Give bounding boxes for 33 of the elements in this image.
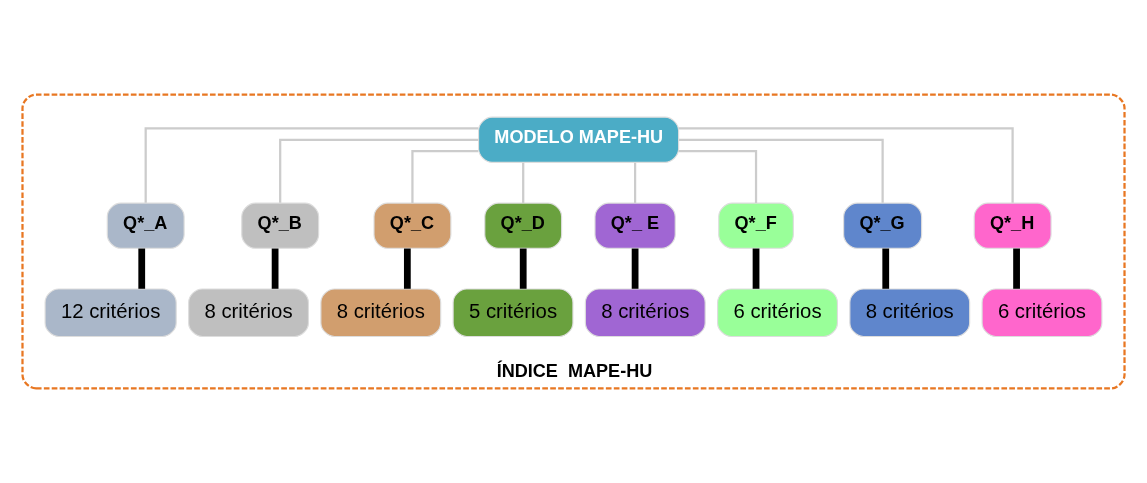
connector bbox=[279, 138, 479, 203]
node-box: 8 critérios bbox=[320, 288, 442, 337]
connector bbox=[403, 248, 411, 289]
node-box: Q*_D bbox=[484, 202, 563, 249]
node-box: 6 critérios bbox=[717, 288, 838, 337]
node-box: Q*_B bbox=[241, 202, 320, 249]
node-box: 8 critérios bbox=[188, 288, 309, 337]
node-box: 8 critérios bbox=[849, 288, 971, 337]
connector bbox=[144, 127, 479, 203]
connector bbox=[519, 248, 527, 289]
connector bbox=[678, 149, 758, 203]
connector bbox=[631, 248, 639, 289]
node-box: 5 critérios bbox=[452, 288, 574, 337]
node-box: 12 critérios bbox=[44, 288, 177, 337]
node-box: Q*_F bbox=[718, 202, 794, 249]
node-box: MODELO MAPE-HU bbox=[478, 116, 680, 163]
node-box: 6 critérios bbox=[981, 288, 1103, 337]
connector bbox=[138, 248, 146, 289]
connector bbox=[271, 248, 279, 289]
connector bbox=[882, 248, 890, 289]
node-box: Q*_H bbox=[973, 202, 1052, 249]
connector bbox=[522, 162, 525, 203]
connector bbox=[411, 149, 479, 203]
node-box: Q*_A bbox=[106, 202, 185, 249]
node-box: Q*_ E bbox=[594, 202, 676, 249]
connector bbox=[679, 138, 884, 203]
connector bbox=[1013, 248, 1020, 289]
node-box: 8 critérios bbox=[584, 288, 706, 337]
connector bbox=[678, 127, 1014, 203]
node-box: Q*_C bbox=[373, 202, 452, 249]
node-box: Q*_G bbox=[843, 202, 923, 249]
connector bbox=[633, 162, 637, 203]
connector bbox=[752, 248, 760, 289]
